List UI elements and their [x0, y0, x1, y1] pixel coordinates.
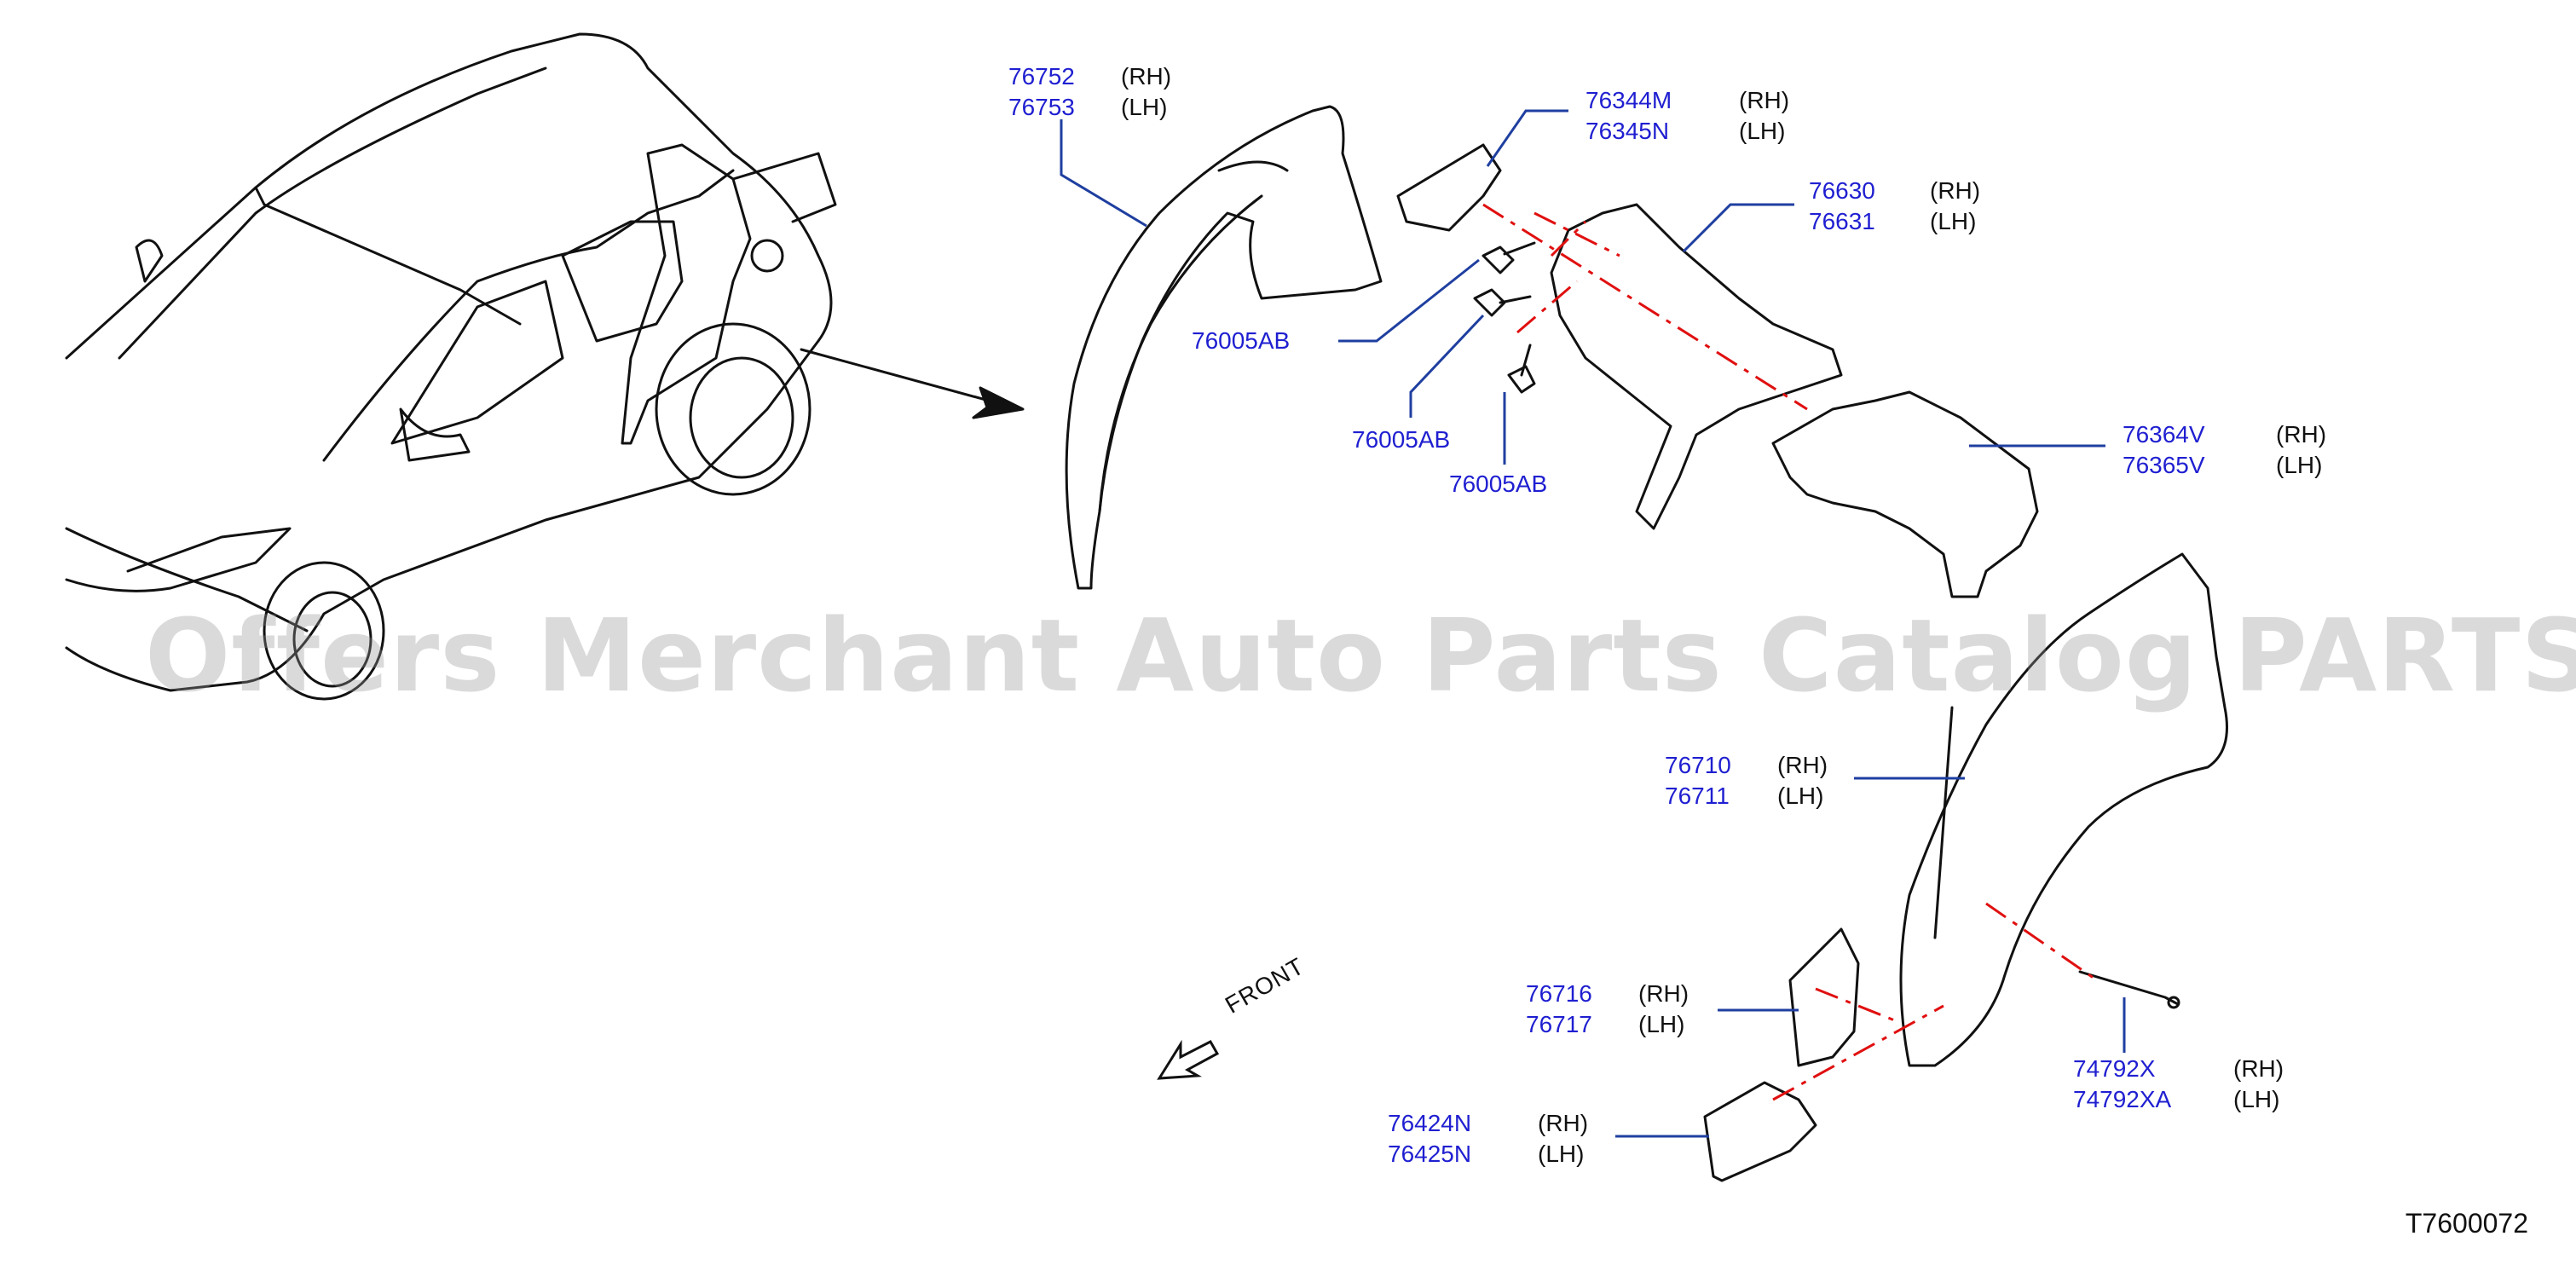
- part-number-lh[interactable]: 76365V: [2123, 452, 2205, 478]
- side-lh: (LH): [1538, 1141, 1585, 1167]
- side-rh: (RH): [1538, 1110, 1589, 1136]
- bracket-76344m: [1396, 143, 1502, 232]
- part-number-rh[interactable]: 76364V: [2123, 421, 2205, 448]
- side-lh: (LH): [1739, 118, 1786, 144]
- inner-reinforcement: [1550, 203, 1843, 530]
- side-rh: (RH): [1121, 63, 1172, 90]
- callout-76752[interactable]: 76752 (RH) 76753 (LH): [1008, 61, 1171, 123]
- bolt-callout-2[interactable]: 76005AB: [1352, 426, 1451, 453]
- centerlines: [1482, 203, 2098, 1101]
- part-number-rh[interactable]: 76344M: [1585, 87, 1672, 113]
- side-lh: (LH): [1930, 208, 1977, 234]
- callout-76630[interactable]: 76630 (RH) 76631 (LH): [1809, 176, 1980, 237]
- side-rh: (RH): [1739, 87, 1790, 113]
- part-number-lh[interactable]: 76345N: [1585, 118, 1670, 144]
- bolt-callout-1[interactable]: 76005AB: [1192, 327, 1291, 354]
- part-number-lh[interactable]: 76753: [1008, 94, 1075, 120]
- side-rh: (RH): [2276, 421, 2327, 448]
- seal-strip: [2078, 970, 2180, 1006]
- watermark: Offers Merchant Auto Parts Catalog PARTS…: [145, 597, 2576, 714]
- part-number-rh[interactable]: 76710: [1665, 752, 1731, 778]
- wheel-arch-extension: [1771, 390, 2039, 598]
- part-number-lh[interactable]: 74792XA: [2073, 1086, 2172, 1112]
- diagram-code: T7600072: [2405, 1208, 2528, 1239]
- part-number-rh[interactable]: 76752: [1008, 63, 1075, 90]
- callout-74792x[interactable]: 74792X (RH) 74792XA (LH): [2073, 1054, 2284, 1115]
- side-rh: (RH): [1638, 980, 1689, 1007]
- side-rh: (RH): [2233, 1055, 2284, 1082]
- side-lh: (LH): [2276, 452, 2323, 478]
- side-lh: (LH): [2233, 1086, 2280, 1112]
- part-number-lh[interactable]: 76631: [1809, 208, 1875, 234]
- part-number-rh[interactable]: 74792X: [2073, 1055, 2156, 1082]
- part-number-rh[interactable]: 76630: [1809, 177, 1875, 204]
- part-number-lh[interactable]: 76425N: [1388, 1141, 1472, 1167]
- leader-lines: [1060, 109, 2126, 1138]
- side-rh: (RH): [1777, 752, 1828, 778]
- bracket-76424n: [1703, 1081, 1817, 1182]
- callout-76424n[interactable]: 76424N (RH) 76425N (LH): [1388, 1108, 1588, 1170]
- callout-76716[interactable]: 76716 (RH) 76717 (LH): [1526, 979, 1689, 1040]
- bolt-callout-3[interactable]: 76005AB: [1449, 471, 1548, 497]
- vehicle-illustration: [65, 32, 837, 701]
- front-arrow-icon: [1157, 1039, 1220, 1080]
- side-lh: (LH): [1638, 1011, 1685, 1037]
- rear-fender-protector: [1899, 552, 2228, 1067]
- callout-76364v[interactable]: 76364V (RH) 76365V (LH): [2123, 419, 2326, 481]
- bolt-shapes: [1473, 241, 1536, 394]
- side-lh: (LH): [1121, 94, 1168, 120]
- mud-flap-76716: [1788, 927, 1860, 1067]
- part-number-rh[interactable]: 76424N: [1388, 1110, 1472, 1136]
- part-number-lh[interactable]: 76717: [1526, 1011, 1592, 1037]
- side-lh: (LH): [1777, 783, 1824, 809]
- callout-76344m[interactable]: 76344M (RH) 76345N (LH): [1585, 85, 1789, 147]
- part-number-lh[interactable]: 76711: [1665, 783, 1730, 809]
- side-rh: (RH): [1930, 177, 1981, 204]
- callout-76710[interactable]: 76710 (RH) 76711 (LH): [1665, 750, 1828, 812]
- wheel-housing-liner-part: [1065, 105, 1383, 590]
- part-number-rh[interactable]: 76716: [1526, 980, 1592, 1007]
